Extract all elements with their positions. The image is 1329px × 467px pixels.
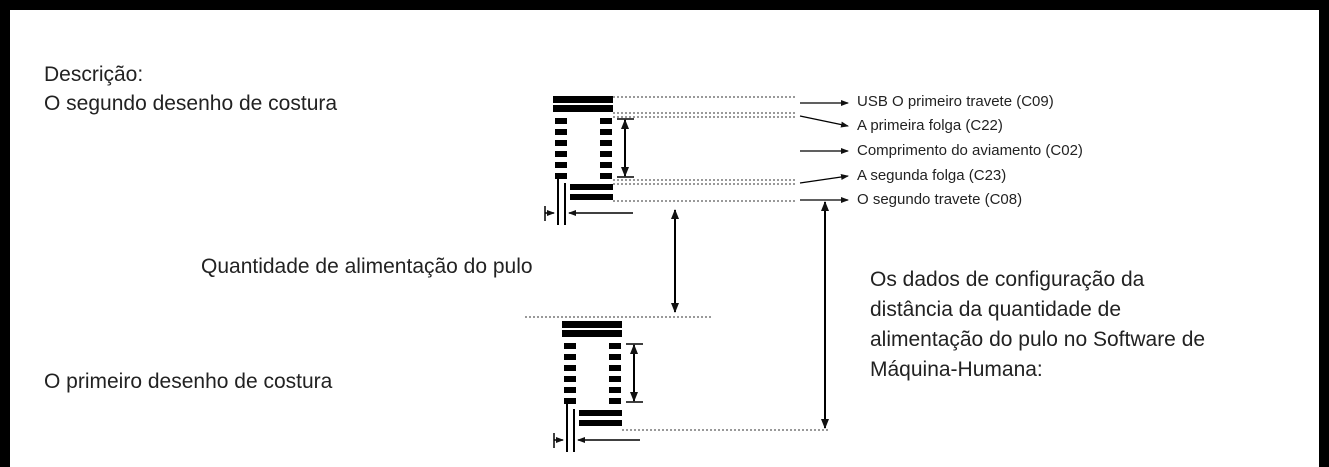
label-first-bartack: USB O primeiro travete (C09) (857, 93, 1054, 110)
label-first-gap: A primeira folga (C22) (857, 117, 1003, 134)
label-second-bartack: O segundo travete (C08) (857, 191, 1023, 208)
label-second-gap: A segunda folga (C23) (857, 167, 1007, 184)
upper-stitch-pattern (544, 96, 634, 225)
description-heading: Descrição: (44, 63, 144, 86)
second-pattern-label: O segundo desenho de costura (44, 92, 338, 115)
upper-dotted-lines (613, 96, 797, 202)
jump-feed-label: Quantidade de alimentação do pulo (201, 255, 533, 278)
first-pattern-label: O primeiro desenho de costura (44, 370, 333, 393)
label-trim-length: Comprimento do aviamento (C02) (857, 142, 1083, 159)
lower-stitch-pattern (553, 321, 643, 452)
label-leader-arrows (799, 100, 849, 203)
configuration-note: Os dados de configuração da distância da… (870, 268, 1206, 381)
